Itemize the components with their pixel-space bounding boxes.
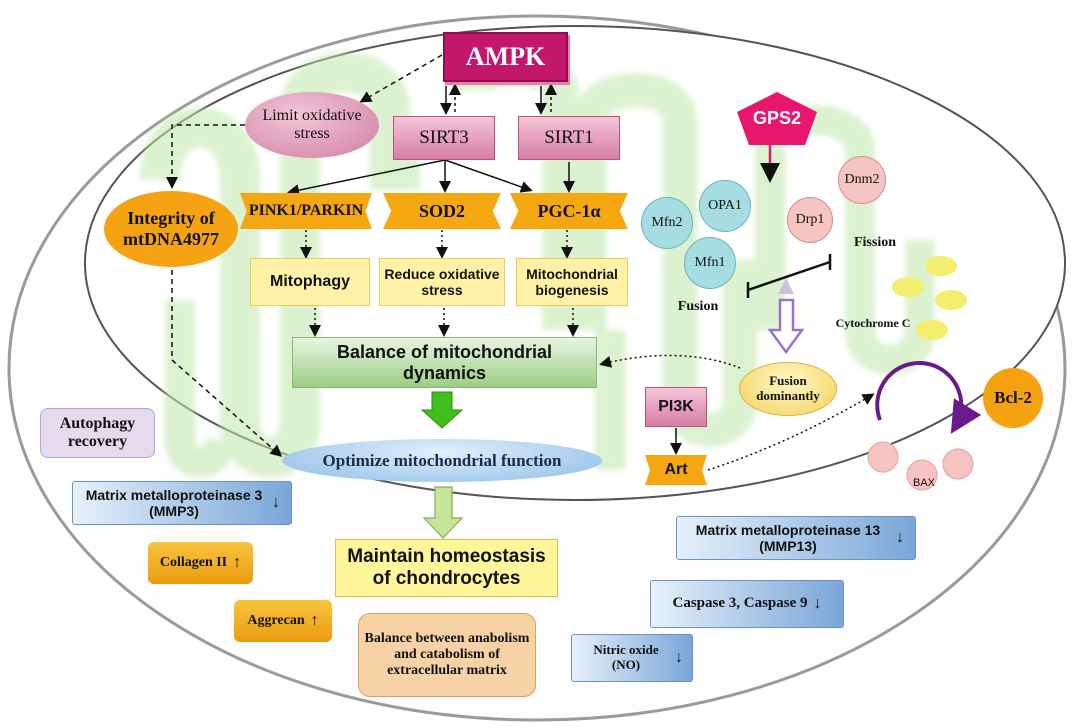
up-arrow-icon: ↑ bbox=[233, 553, 242, 571]
cytochrome-c-ellipse bbox=[916, 320, 948, 340]
bax-circle bbox=[906, 459, 938, 491]
green-arrow-icon bbox=[420, 391, 464, 429]
autophagy-recovery-node: Autophagy recovery bbox=[40, 408, 155, 458]
art-node: Art bbox=[645, 455, 707, 485]
fusion-fission-beam bbox=[747, 260, 831, 292]
pgc1a-node: PGC-1α bbox=[510, 193, 628, 229]
sirt1-node: SIRT1 bbox=[518, 116, 620, 160]
mmp13-label: Matrix metalloproteinase 13 (MMP13) bbox=[695, 521, 881, 554]
mitophagy-node: Mitophagy bbox=[250, 258, 370, 306]
bax-circle bbox=[942, 448, 974, 480]
caspase-node: Caspase 3, Caspase 9 ↓ bbox=[650, 580, 844, 628]
nitric-oxide-label: Nitric oxide (NO) bbox=[593, 642, 659, 672]
ampk-node: AMPK bbox=[443, 32, 568, 82]
aggrecan-node: Aggrecan ↑ bbox=[234, 600, 332, 642]
gps2-pentagon-icon bbox=[737, 92, 817, 145]
mmp3-label: Matrix metalloproteinase 3 (MMP3) bbox=[85, 486, 263, 519]
limit-oxidative-stress-node: Limit oxidative stress bbox=[245, 92, 379, 158]
mmp13-node: Matrix metalloproteinase 13 (MMP13) ↓ bbox=[676, 516, 916, 560]
integrity-mtdna-node: Integrity of mtDNA4977 bbox=[104, 191, 238, 267]
dnm2-node: Dnm2 bbox=[838, 156, 886, 204]
fusion-dominantly-node: Fusion dominantly bbox=[739, 362, 837, 416]
collagen-ii-node: Collagen II ↑ bbox=[148, 542, 253, 584]
light-green-arrow-icon bbox=[422, 486, 464, 539]
purple-hollow-arrow-icon bbox=[767, 298, 805, 355]
drp1-node: Drp1 bbox=[787, 197, 833, 243]
sirt3-node: SIRT3 bbox=[393, 116, 495, 160]
down-arrow-icon: ↓ bbox=[813, 594, 822, 612]
balance-dynamics-node: Balance of mitochondrial dynamics bbox=[292, 337, 597, 388]
down-arrow-icon: ↓ bbox=[272, 493, 280, 511]
aggrecan-label: Aggrecan bbox=[247, 612, 305, 628]
bcl2-node: Bcl-2 bbox=[983, 368, 1043, 428]
pink1-parkin-node: PINK1/PARKIN bbox=[240, 193, 372, 229]
fulcrum-icon bbox=[778, 278, 794, 294]
down-arrow-icon: ↓ bbox=[896, 528, 904, 546]
reduce-oxidative-stress-node: Reduce oxidative stress bbox=[379, 258, 505, 306]
cytochrome-c-ellipse bbox=[935, 290, 967, 310]
bax-circle bbox=[867, 441, 899, 473]
mitochondrial-biogenesis-node: Mitochondrial biogenesis bbox=[516, 258, 628, 306]
balance-anabolism-node: Balance between anabolism and catabolism… bbox=[358, 613, 536, 697]
bax-label: BAX bbox=[912, 476, 935, 489]
caspase-label: Caspase 3, Caspase 9 bbox=[672, 595, 808, 612]
mfn2-node: Mfn2 bbox=[641, 197, 693, 249]
nitric-oxide-node: Nitric oxide (NO) ↓ bbox=[571, 634, 693, 682]
cytochrome-c-ellipse bbox=[925, 256, 957, 276]
sod2-node: SOD2 bbox=[383, 193, 501, 229]
down-arrow-icon: ↓ bbox=[675, 648, 683, 666]
maintain-homeostasis-node: Maintain homeostasis of chondrocytes bbox=[335, 539, 558, 597]
mfn1-node: Mfn1 bbox=[684, 237, 736, 289]
gps2-label: GPS2 bbox=[752, 107, 802, 128]
fusion-label: Fusion bbox=[677, 298, 719, 314]
circular-arrow-icon bbox=[875, 361, 982, 434]
mmp3-node: Matrix metalloproteinase 3 (MMP3) ↓ bbox=[72, 481, 292, 525]
opa1-node: OPA1 bbox=[699, 180, 751, 232]
pi3k-node: PI3K bbox=[645, 387, 707, 427]
cytochrome-c-label: Cytochrome C bbox=[835, 316, 911, 331]
collagen-ii-label: Collagen II bbox=[159, 554, 228, 570]
cytochrome-c-ellipse bbox=[892, 277, 924, 297]
fission-label: Fission bbox=[853, 234, 896, 250]
up-arrow-icon: ↑ bbox=[310, 611, 319, 629]
optimize-function-node: Optimize mitochondrial function bbox=[282, 439, 602, 482]
